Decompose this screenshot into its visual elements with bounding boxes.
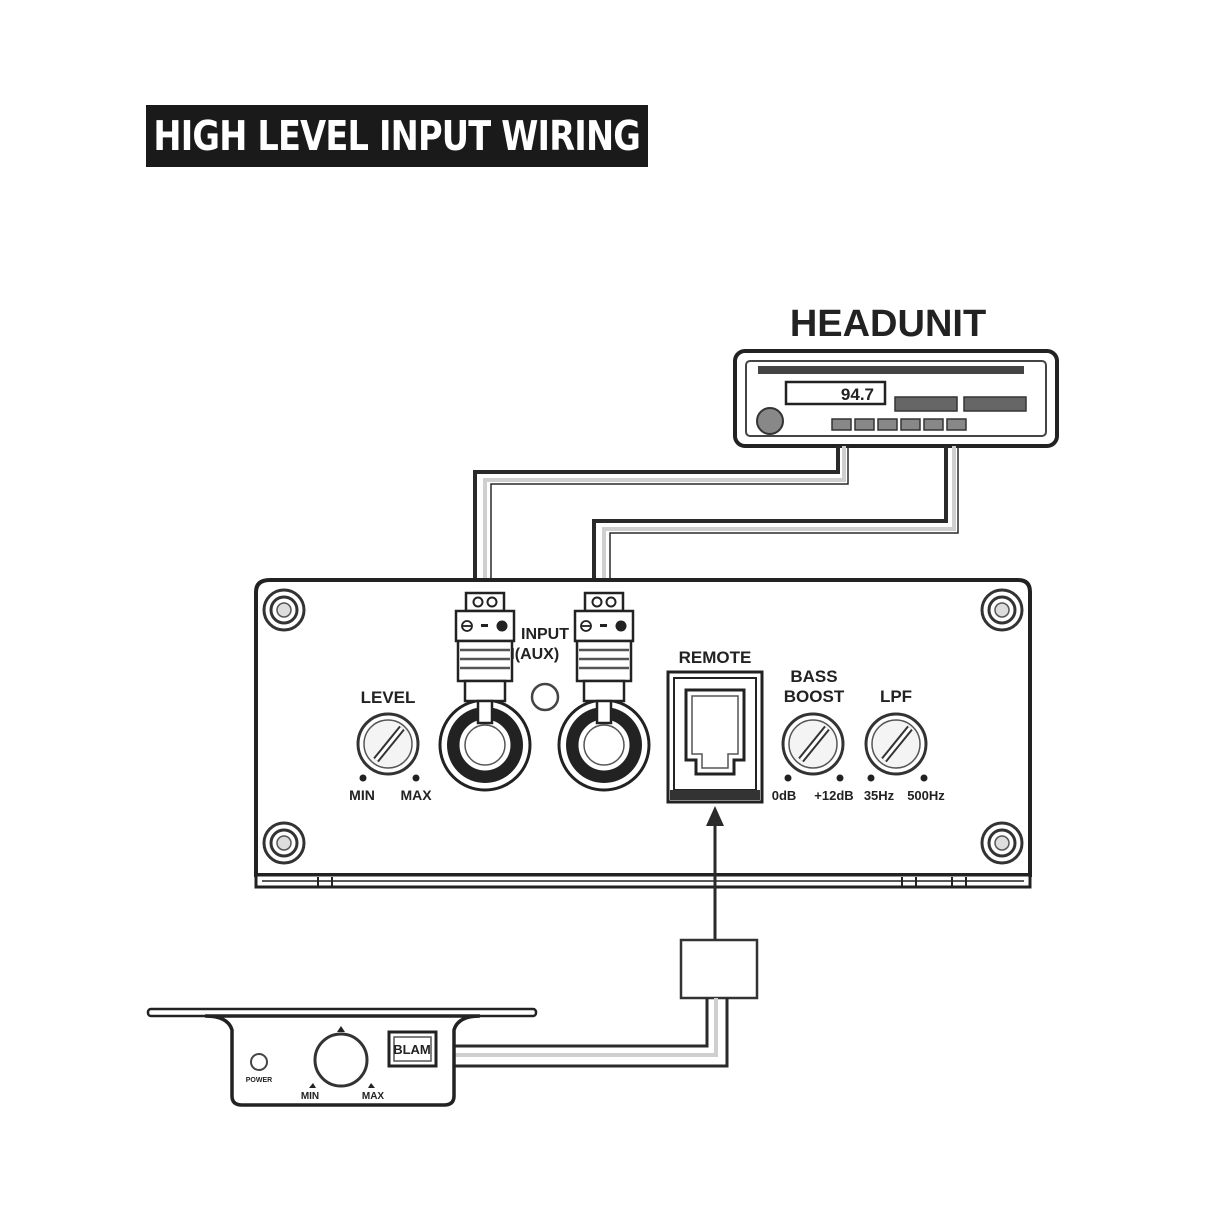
cable-adapter-box: [679, 938, 759, 1000]
screw-icon: [262, 821, 306, 865]
power-label: POWER: [246, 1077, 272, 1084]
level-min-label: MIN: [349, 787, 375, 803]
bass-boost-label-line1: BASS: [790, 667, 837, 686]
title-banner: HIGH LEVEL INPUT WIRING: [146, 105, 648, 167]
bass-boost-max-label: +12dB: [814, 788, 853, 803]
lpf-knob: [864, 712, 928, 776]
bass-boost-label-line2: BOOST: [784, 687, 845, 706]
lpf-min-label: 35Hz: [864, 788, 895, 803]
lpf-label: LPF: [880, 687, 912, 706]
rca-jack-right: [557, 698, 651, 792]
power-led-icon: [250, 1053, 268, 1071]
speaker-wires: [473, 446, 959, 595]
headunit-label: HEADUNIT: [790, 303, 986, 345]
remote-bass-controller: POWER MIN MAX BLAM: [146, 1007, 538, 1107]
screw-icon: [980, 588, 1024, 632]
screw-icon: [262, 588, 306, 632]
arrow-up-icon: [706, 806, 724, 826]
bass-boost-knob: [781, 712, 845, 776]
brand-logo: BLAM: [393, 1042, 431, 1057]
rca-jack-left: [438, 698, 532, 792]
screw-icon: [980, 821, 1024, 865]
disc-slot: [758, 366, 1024, 374]
high-level-connector-left: [454, 591, 516, 725]
level-label: LEVEL: [361, 688, 416, 707]
headunit-knob-icon: [756, 407, 784, 435]
led-indicator: [530, 682, 560, 712]
level-knob: [356, 712, 420, 776]
headunit: 94.7: [733, 349, 1059, 448]
high-level-connector-right: [573, 591, 635, 725]
headunit-display-value: 94.7: [841, 385, 874, 404]
bass-boost-min-label: 0dB: [772, 788, 797, 803]
controller-min-label: MIN: [301, 1091, 319, 1102]
level-max-label: MAX: [400, 787, 432, 803]
input-label-line1: INPUT: [521, 626, 569, 643]
headunit-display: [784, 380, 887, 406]
controller-max-label: MAX: [362, 1091, 385, 1102]
lpf-max-label: 500Hz: [907, 788, 945, 803]
diagram-title: HIGH LEVEL INPUT WIRING: [153, 112, 642, 160]
headunit-preset-buttons: [831, 418, 967, 431]
remote-label: REMOTE: [679, 648, 752, 667]
remote-port: [666, 670, 764, 804]
remote-cable: [455, 806, 759, 1068]
bass-level-knob: [313, 1032, 369, 1088]
